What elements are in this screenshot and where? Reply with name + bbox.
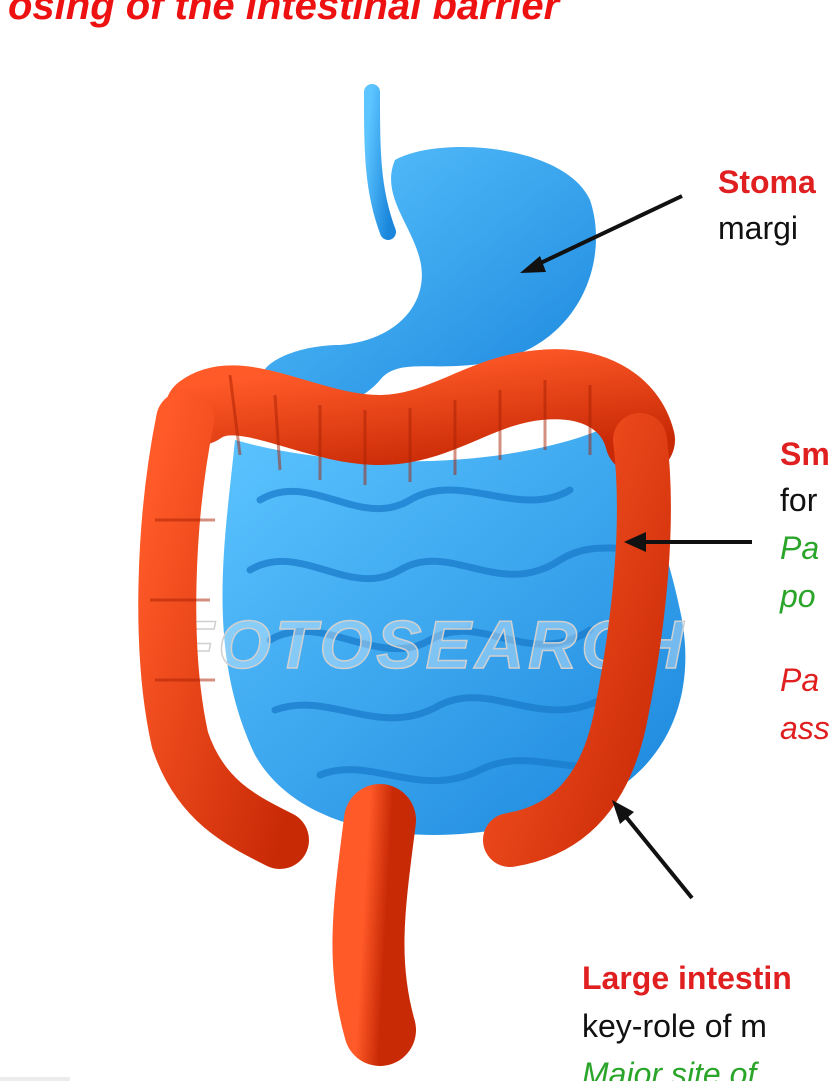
small-intestine-label-line3: po bbox=[780, 574, 816, 618]
small-intestine-label-title: Sm bbox=[780, 432, 830, 476]
large-intestine-label-line2: Major site of bbox=[582, 1052, 756, 1081]
esophagus-shape bbox=[372, 92, 388, 232]
large-intestine-label-line1: key-role of m bbox=[582, 1004, 767, 1048]
small-intestine-label-line2: Pa bbox=[780, 526, 819, 570]
large-intestine-label-title: Large intestin bbox=[582, 956, 792, 1000]
small-intestine-label-line5: ass bbox=[780, 706, 830, 750]
large-intestine-arrow bbox=[622, 812, 692, 898]
small-intestine-label-line4: Pa bbox=[780, 658, 819, 702]
bottom-edge-strip bbox=[0, 1077, 70, 1081]
stomach-label-title: Stoma bbox=[718, 160, 816, 204]
stomach-label-line1: margi bbox=[718, 206, 798, 250]
small-intestine-label-line1: for bbox=[780, 478, 817, 522]
